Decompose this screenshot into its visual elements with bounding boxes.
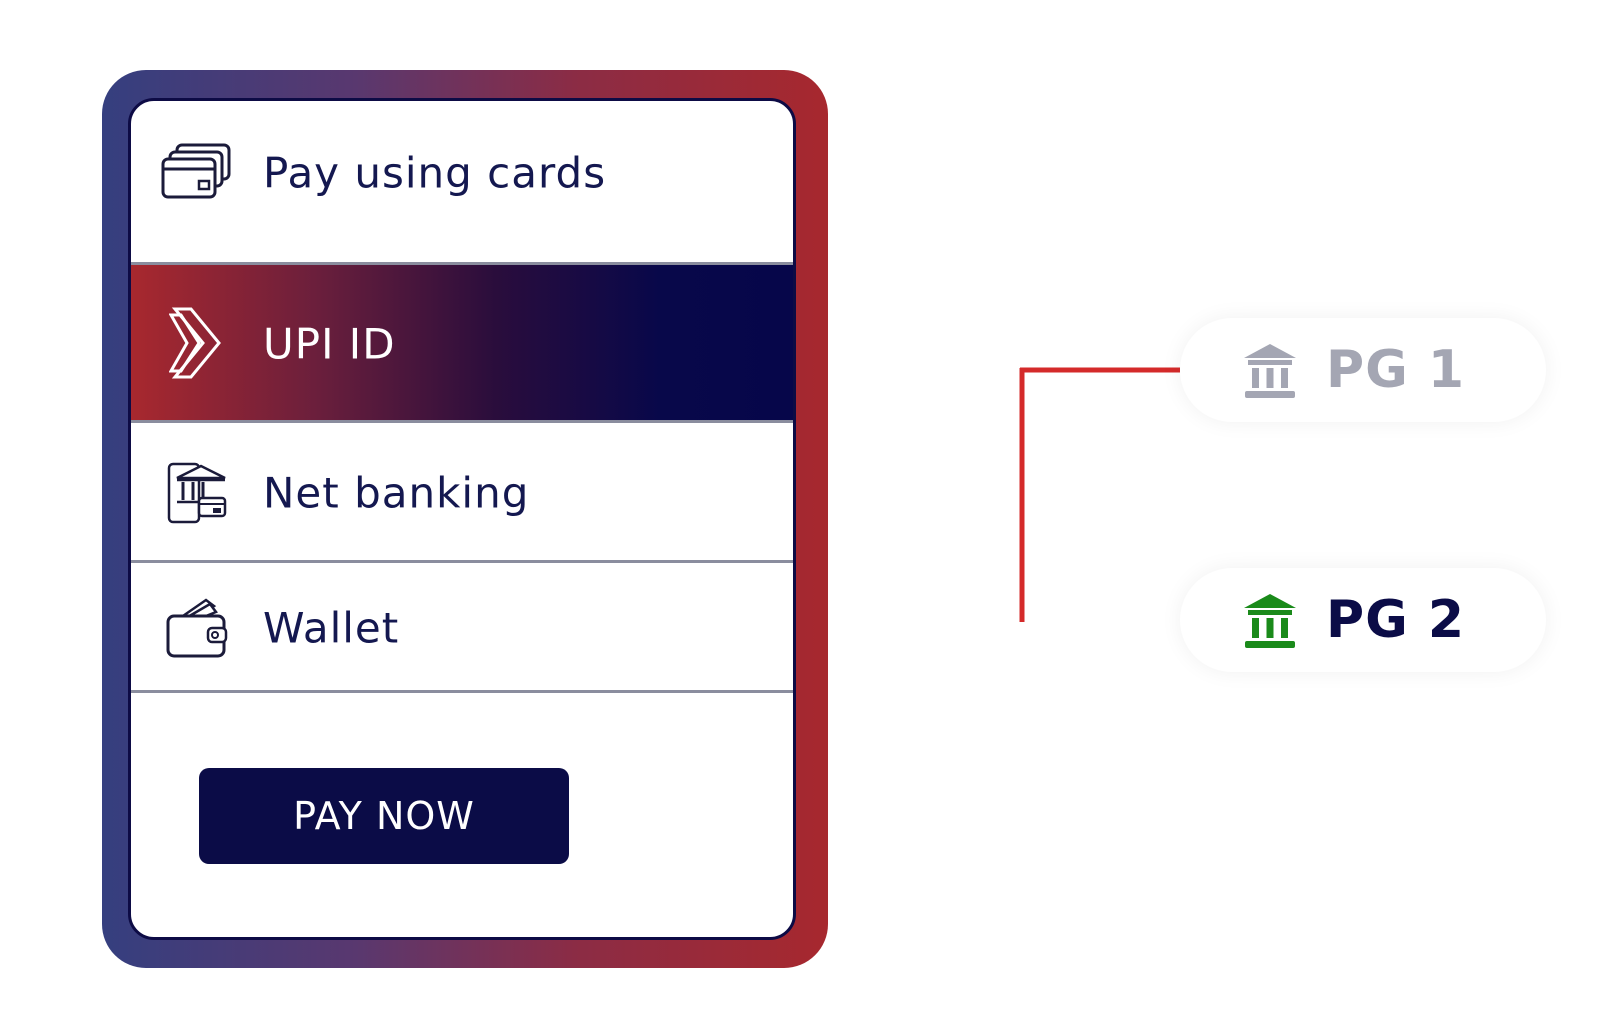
gateway-pg1[interactable]: PG 1 — [1180, 318, 1546, 422]
upi-label: UPI ID — [263, 319, 396, 369]
payment-card-frame: Pay using cards UPI ID — [102, 70, 828, 968]
bank-building-icon — [161, 457, 233, 529]
payment-methods-panel: Pay using cards UPI ID — [128, 98, 796, 940]
credit-cards-icon — [161, 137, 233, 209]
payment-option-wallet[interactable]: Wallet — [131, 563, 793, 693]
bank-icon — [1242, 342, 1298, 400]
payment-option-upi[interactable]: UPI ID — [131, 265, 793, 423]
wallet-label: Wallet — [263, 603, 400, 653]
cards-label: Pay using cards — [263, 148, 607, 198]
payment-option-net-banking[interactable]: Net banking — [131, 423, 793, 563]
wallet-icon — [161, 592, 233, 664]
upi-chevron-icon — [161, 307, 233, 379]
payment-option-cards[interactable]: Pay using cards — [131, 101, 793, 265]
bank-icon — [1242, 592, 1298, 650]
gateway-pg2[interactable]: PG 2 — [1180, 568, 1546, 672]
pay-now-button[interactable]: PAY NOW — [199, 768, 569, 864]
pg2-label: PG 2 — [1326, 590, 1466, 650]
pg1-label: PG 1 — [1326, 340, 1466, 400]
net-banking-label: Net banking — [263, 468, 530, 518]
